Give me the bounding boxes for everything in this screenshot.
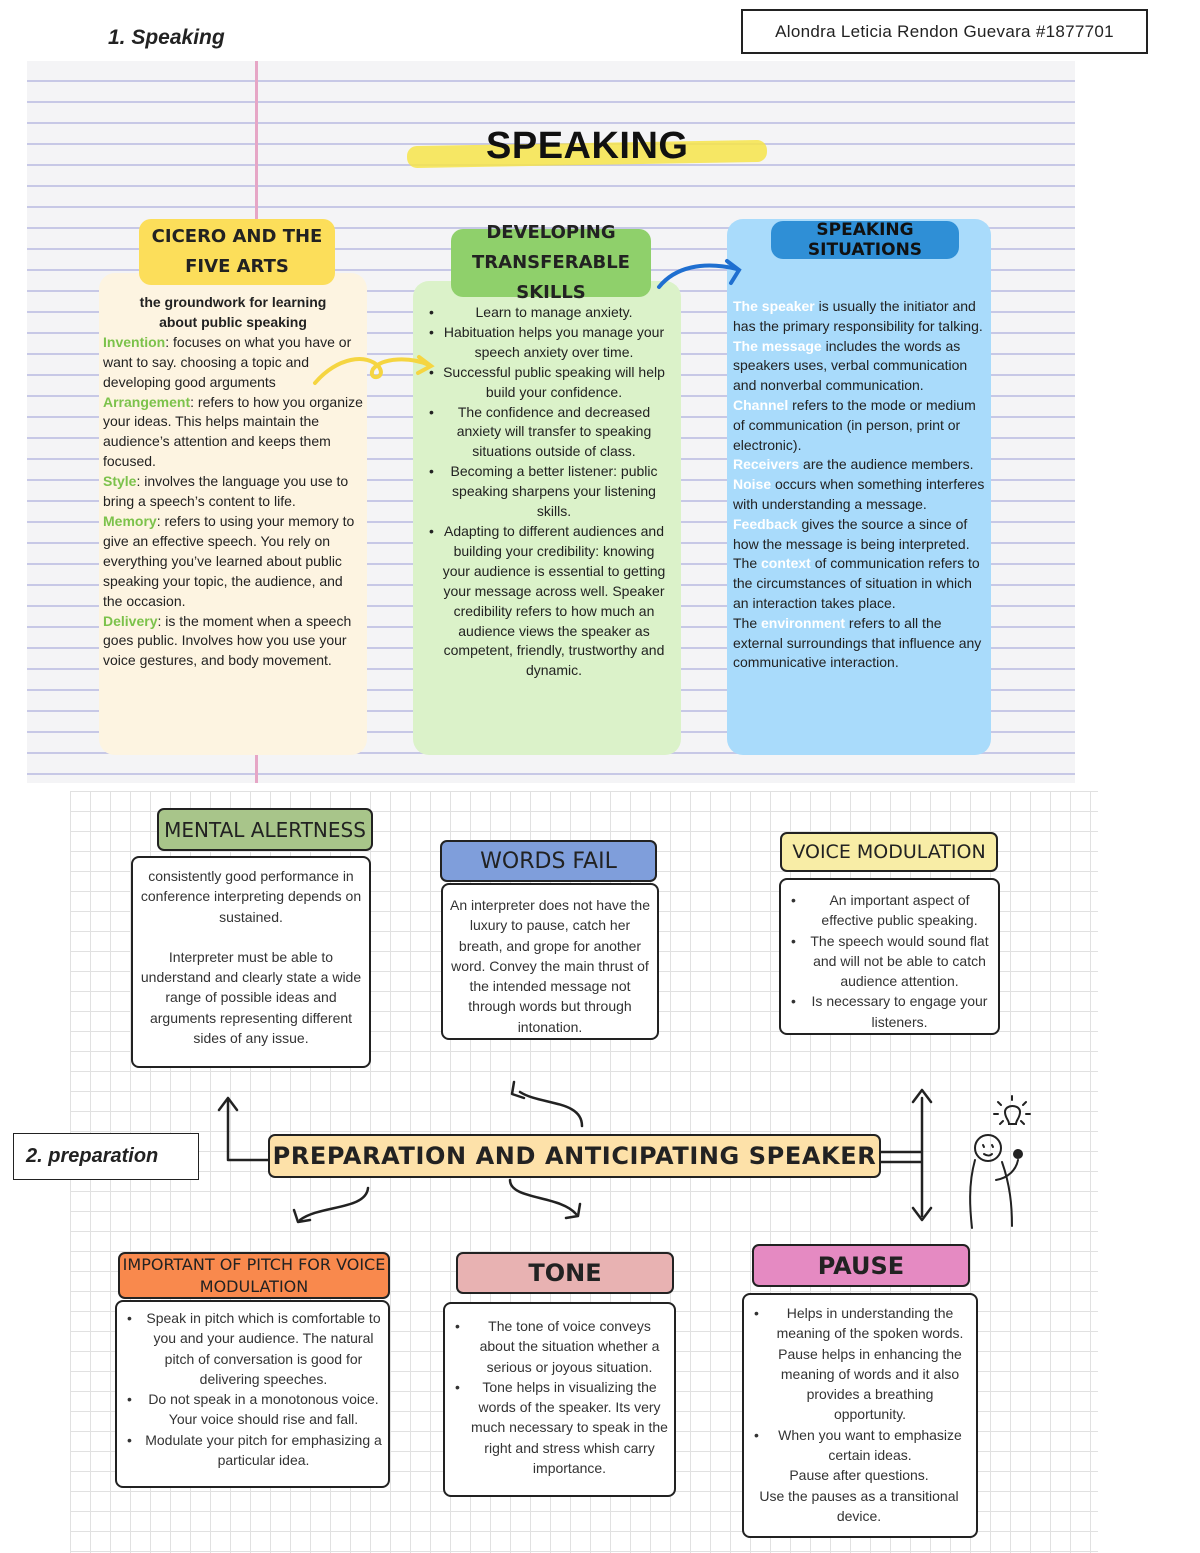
voice-modulation-item: The speech would sound flat and will not… — [785, 931, 992, 992]
pause-item: Helps in understanding the meaning of th… — [748, 1303, 970, 1425]
tone-list: The tone of voice conveys about the situ… — [449, 1316, 668, 1478]
words-fail-box: An interpreter does not have the luxury … — [441, 883, 659, 1040]
pitch-item: Modulate your pitch for emphasizing a pa… — [121, 1430, 384, 1471]
thinking-person-doodle — [970, 1096, 1030, 1228]
section-2-label: 2. preparation — [13, 1133, 199, 1180]
pause-label: PAUSE — [752, 1244, 970, 1287]
pause-item: When you want to emphasize certain ideas… — [748, 1425, 970, 1466]
arrow-to-words-fail — [520, 1092, 582, 1126]
preparation-center-node: PREPARATION AND ANTICIPATING SPEAKER — [268, 1134, 881, 1178]
pause-extra-line: Pause after questions. — [748, 1465, 970, 1485]
pitch-list: Speak in pitch which is comfortable to y… — [121, 1308, 384, 1470]
mental-alertness-text-1: consistently good performance in confere… — [137, 866, 365, 927]
voice-modulation-item: Is necessary to engage your listeners. — [785, 991, 992, 1032]
pitch-item: Speak in pitch which is comfortable to y… — [121, 1308, 384, 1389]
pause-box: Helps in understanding the meaning of th… — [742, 1293, 978, 1538]
pause-list: Helps in understanding the meaning of th… — [748, 1303, 970, 1465]
pause-extra-line: Use the pauses as a transitional device. — [748, 1486, 970, 1527]
pause-extra: Pause after questions.Use the pauses as … — [748, 1465, 970, 1526]
arrow-to-tone — [510, 1180, 576, 1214]
mental-alertness-label: MENTAL ALERTNESS — [157, 808, 373, 851]
voice-modulation-item: An important aspect of effective public … — [785, 890, 992, 931]
pitch-item: Do not speak in a monotonous voice. Your… — [121, 1389, 384, 1430]
voice-modulation-box: An important aspect of effective public … — [779, 878, 1000, 1035]
arrow-to-voice-and-pause — [880, 1098, 922, 1216]
mental-alertness-box: consistently good performance in confere… — [131, 856, 371, 1068]
mental-alertness-text-2: Interpreter must be able to understand a… — [137, 947, 365, 1048]
words-fail-text: An interpreter does not have the luxury … — [447, 895, 653, 1037]
arrow-to-pitch — [300, 1188, 368, 1220]
tone-label: TONE — [456, 1252, 674, 1294]
voice-modulation-list: An important aspect of effective public … — [785, 890, 992, 1032]
pitch-label: IMPORTANT OF PITCH FOR VOICE MODULATION — [118, 1252, 390, 1299]
tone-box: The tone of voice conveys about the situ… — [443, 1302, 676, 1497]
voice-modulation-label: VOICE MODULATION — [780, 832, 998, 872]
pitch-box: Speak in pitch which is comfortable to y… — [115, 1300, 390, 1488]
tone-item: The tone of voice conveys about the situ… — [449, 1316, 668, 1377]
arrow-to-mental-alertness — [228, 1100, 270, 1160]
words-fail-label: WORDS FAIL — [440, 840, 657, 882]
tone-item: Tone helps in visualizing the words of t… — [449, 1377, 668, 1478]
